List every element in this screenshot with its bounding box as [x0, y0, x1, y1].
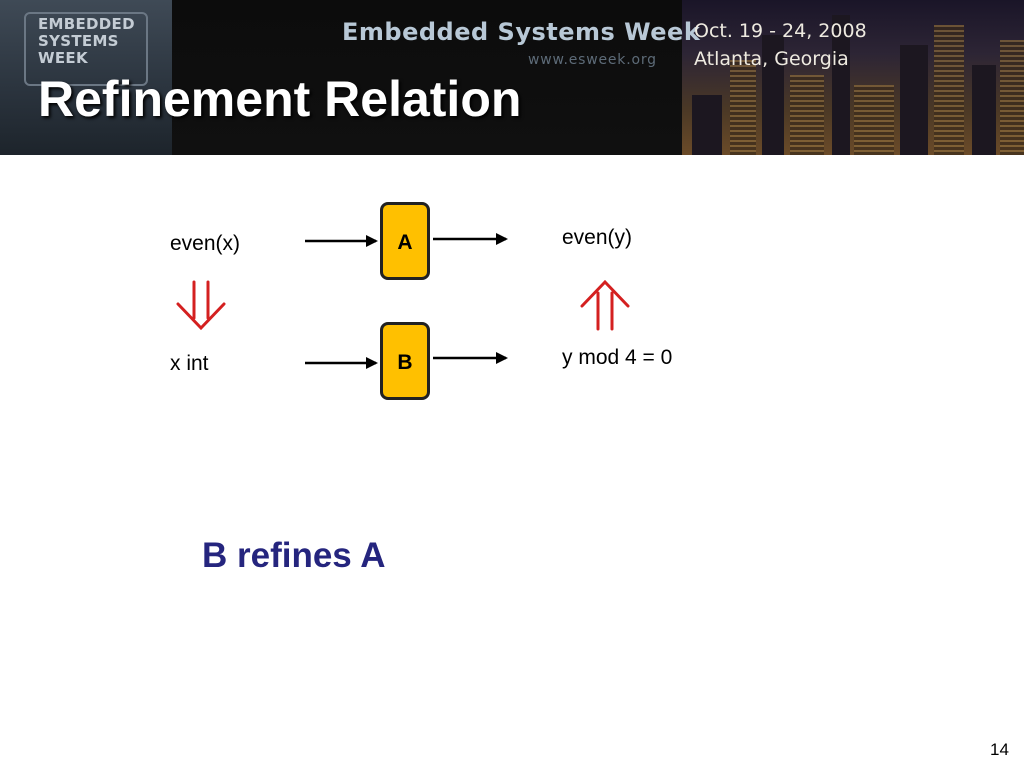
top-output-label: even(y) — [562, 226, 633, 249]
conference-logo-panel: EMBEDDED SYSTEMS WEEK — [0, 0, 172, 155]
event-dates: Oct. 19 - 24, 2008 — [694, 20, 867, 42]
event-location: Atlanta, Georgia — [694, 48, 849, 70]
top-input-label: even(x) — [170, 232, 241, 255]
header-banner: EMBEDDED SYSTEMS WEEK Embedded Systems W… — [0, 0, 1024, 155]
logo-line: SYSTEMS — [38, 32, 119, 50]
implies-up-icon — [580, 279, 630, 331]
bottom-input-label: x int — [170, 352, 209, 375]
component-box-b: B — [380, 322, 430, 400]
component-box-b-label: B — [397, 351, 413, 374]
city-skyline-image — [682, 0, 1024, 155]
conclusion-text: B refines A — [202, 536, 386, 575]
logo-frame — [24, 12, 148, 86]
logo-line: WEEK — [38, 49, 88, 67]
page-number: 14 — [990, 740, 1009, 759]
logo-line: EMBEDDED — [38, 15, 135, 33]
event-name: Embedded Systems Week — [342, 18, 701, 46]
slide-title: Refinement Relation — [38, 71, 522, 127]
banner-center-panel — [172, 0, 682, 155]
bottom-output-label: y mod 4 = 0 — [562, 346, 673, 369]
component-box-a: A — [380, 202, 430, 280]
conference-logo: EMBEDDED SYSTEMS WEEK — [38, 16, 158, 67]
component-box-a-label: A — [397, 231, 413, 254]
event-url: www.esweek.org — [528, 52, 657, 68]
implies-down-icon — [176, 280, 226, 331]
